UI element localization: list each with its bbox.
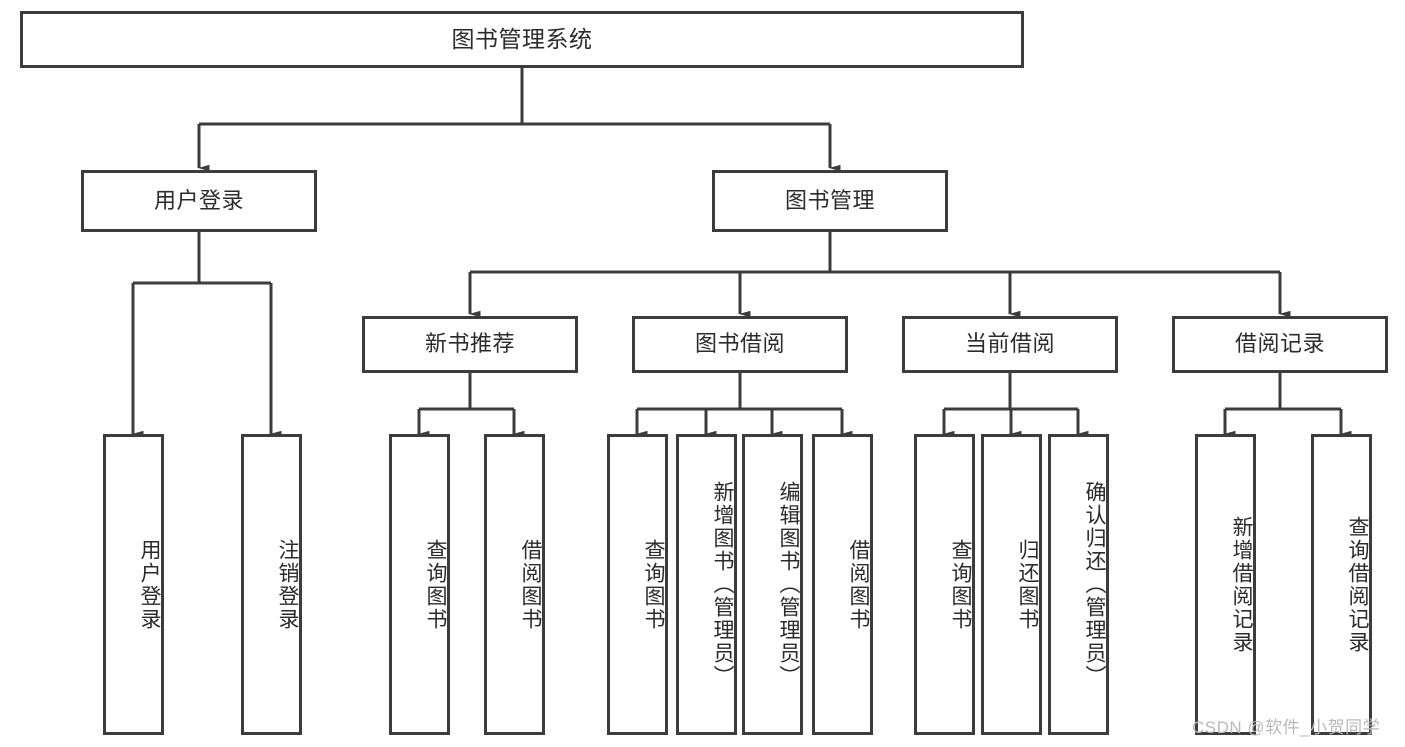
node-label: 图书管理系统 (451, 25, 593, 52)
leaf-book-borrow-edit[interactable]: 编辑图书（管理员） (742, 434, 803, 735)
node-label: 确认归还（管理员） (1083, 481, 1106, 688)
node-label: 归还图书 (1016, 538, 1039, 631)
node-new-book-recommend[interactable]: 新书推荐 (362, 316, 578, 373)
node-label: 借阅记录 (1234, 331, 1325, 357)
leaf-user-login-login[interactable]: 用户登录 (103, 434, 164, 735)
node-book-management[interactable]: 图书管理 (712, 170, 948, 232)
node-label: 当前借阅 (964, 331, 1055, 357)
node-label: 查询图书 (424, 538, 447, 631)
leaf-current-borrow-confirm-return[interactable]: 确认归还（管理员） (1048, 434, 1109, 735)
node-book-borrow[interactable]: 图书借阅 (632, 316, 848, 373)
node-current-borrow[interactable]: 当前借阅 (902, 316, 1118, 373)
node-label: 用户登录 (153, 187, 244, 213)
leaf-book-borrow-query[interactable]: 查询图书 (607, 434, 668, 735)
node-root-system[interactable]: 图书管理系统 (20, 11, 1024, 68)
node-label: 借阅图书 (847, 538, 870, 631)
node-label: 新增图书（管理员） (711, 481, 734, 688)
leaf-borrow-record-add[interactable]: 新增借阅记录 (1195, 434, 1256, 735)
node-label: 注销登录 (276, 538, 299, 631)
leaf-book-borrow-borrow[interactable]: 借阅图书 (812, 434, 873, 735)
node-label: 用户登录 (138, 538, 161, 631)
leaf-new-book-borrow[interactable]: 借阅图书 (484, 434, 545, 735)
node-label: 编辑图书（管理员） (777, 481, 800, 688)
node-borrow-record[interactable]: 借阅记录 (1172, 316, 1388, 373)
node-label: 新增借阅记录 (1230, 515, 1253, 654)
node-label: 查询图书 (949, 538, 972, 631)
node-user-login[interactable]: 用户登录 (81, 170, 317, 232)
node-label: 图书管理 (784, 187, 875, 213)
leaf-borrow-record-query[interactable]: 查询借阅记录 (1311, 434, 1372, 735)
node-label: 借阅图书 (519, 538, 542, 631)
leaf-user-login-logout[interactable]: 注销登录 (241, 434, 302, 735)
leaf-new-book-query[interactable]: 查询图书 (389, 434, 450, 735)
leaf-book-borrow-add[interactable]: 新增图书（管理员） (676, 434, 737, 735)
node-label: 查询借阅记录 (1346, 515, 1369, 654)
node-label: 图书借阅 (694, 331, 785, 357)
leaf-current-borrow-return[interactable]: 归还图书 (981, 434, 1042, 735)
node-label: 新书推荐 (424, 331, 515, 357)
node-label: 查询图书 (642, 538, 665, 631)
leaf-current-borrow-query[interactable]: 查询图书 (914, 434, 975, 735)
csdn-watermark: CSDN @软件_小贺同学 (1192, 718, 1381, 737)
